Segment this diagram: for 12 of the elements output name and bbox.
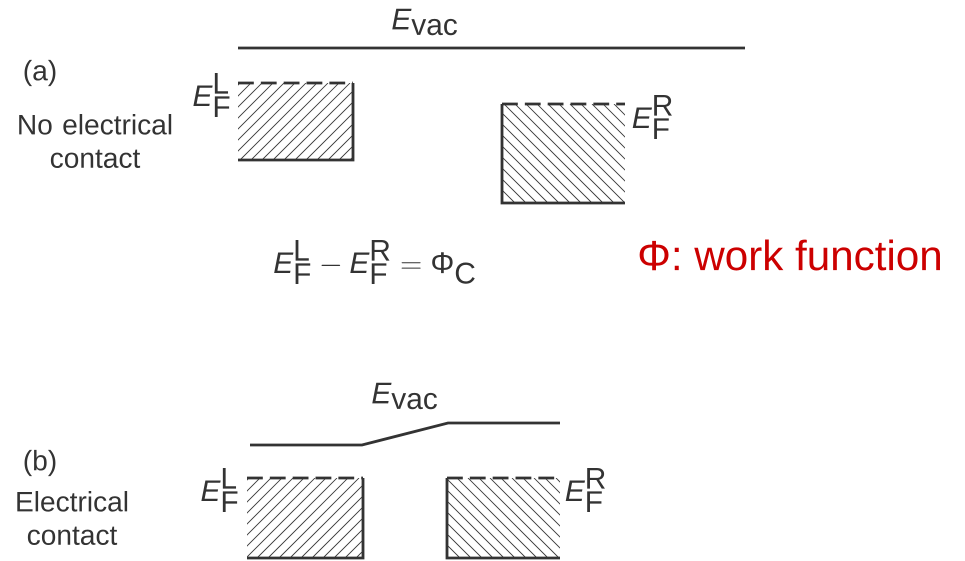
equation: $\textit{E}_{\textrm{F}}^{\textrm{L}} - \textit{E}_{\textrm{F}}^{\textrm{R}} = \textrm{Φ}_{\textrm{C}}$ (274, 240, 475, 284)
note-text: Φ: work function (640, 240, 940, 270)
panel-caption: No electrical contact (19, 114, 172, 168)
panel-label: (a) (24, 60, 56, 86)
energy-level-label: $\textit{E}_{\textrm{vac}}$ (372, 382, 437, 410)
energy-level-label: $\textit{E}_{\textrm{vac}}$ (392, 8, 457, 36)
panel-caption: Electrical contact (17, 490, 128, 545)
energy-level-label: $\textit{E}_{\textrm{F}}^{\textrm{L}}$ (193, 73, 230, 117)
energy-level-label: $\textit{E}_{\textrm{F}}^{\textrm{L}}$ (201, 468, 238, 512)
energy-level-label: $\textit{E}_{\textrm{F}}^{\textrm{R}}$ (566, 468, 605, 512)
panel-label: (b) (24, 450, 56, 476)
energy-level-label: $\textit{E}_{\textrm{F}}^{\textrm{R}}$ (632, 95, 672, 139)
